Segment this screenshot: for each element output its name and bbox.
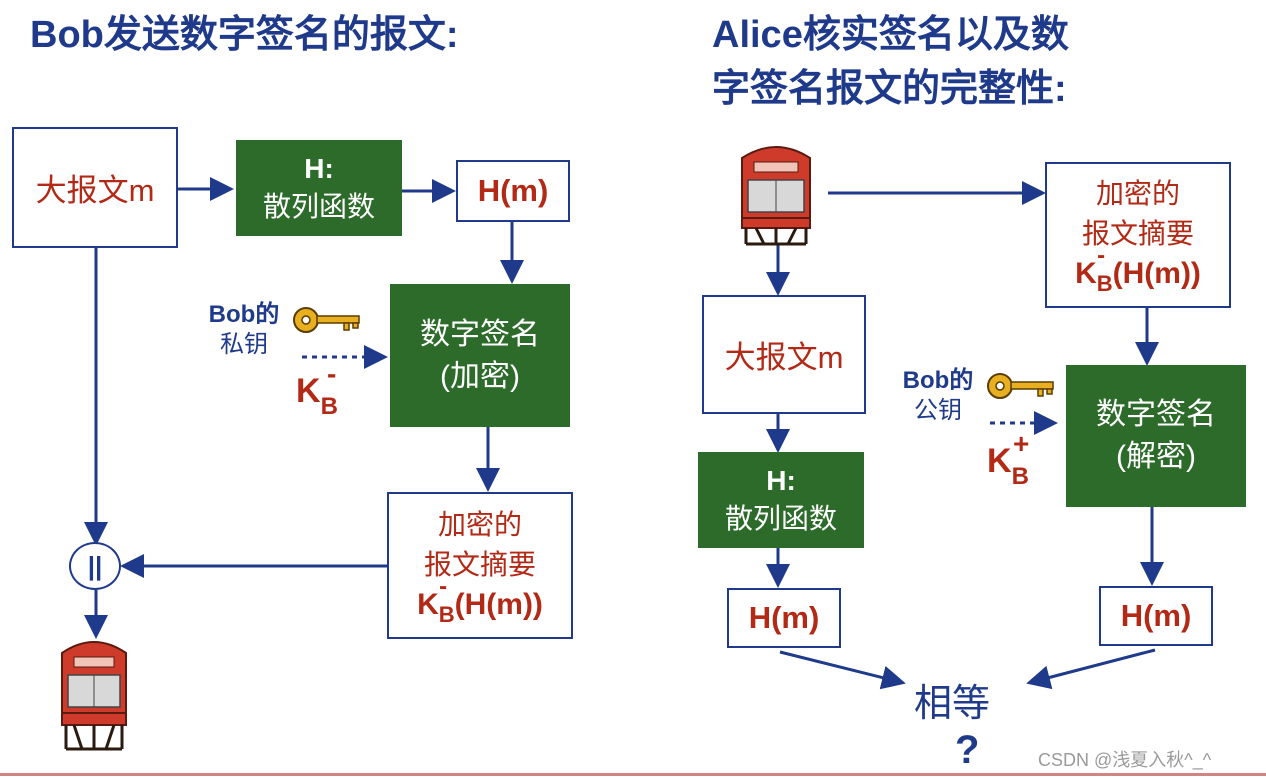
private-key-owner: Bob的 (208, 301, 280, 328)
digest-line1: 加密的 (437, 508, 522, 540)
verify-box-line2: (解密) (1116, 440, 1196, 473)
digest-formula: KB(H(m)) - (417, 573, 543, 627)
r-hm-right-label: H(m) (1120, 598, 1192, 633)
encrypted-digest-box: 加密的 报文摘要 KB(H(m)) - (387, 492, 573, 639)
hm-box-label: H(m) (477, 173, 549, 208)
public-key-symbol: KB (987, 442, 1029, 490)
private-key-superscript: - (327, 358, 337, 389)
key-icon (293, 307, 360, 333)
digest-k: K (417, 587, 439, 621)
r-hash-function-box: H: 散列函数 (698, 452, 864, 548)
hash-box-line2: 散列函数 (262, 191, 375, 222)
sign-box: 数字签名 (加密) (390, 284, 570, 427)
received-message-box: 大报文m (702, 295, 866, 414)
watermark: CSDN @浅夏入秋^_^ (1038, 750, 1212, 770)
r-digest-tail: (H(m)) (1112, 257, 1201, 290)
arrow-hm-right-to-equal (1026, 648, 1156, 690)
kbp-subscript: B (1011, 463, 1029, 490)
bottom-rule (0, 773, 1266, 776)
r-digest-formula: KB(H(m)) - (1075, 242, 1201, 296)
concat-symbol: || (87, 550, 103, 581)
received-digest-box: 加密的 报文摘要 KB(H(m)) - (1045, 162, 1231, 308)
left-title: Bob发送数字签名的报文: (30, 14, 459, 56)
arrow-hm-left-to-equal (779, 650, 906, 690)
mailbox-icon (61, 641, 127, 751)
public-key-superscript: + (1013, 428, 1030, 459)
private-key-label: Bob的 私钥 (196, 300, 292, 360)
private-key-word: 私钥 (220, 331, 268, 358)
kbp-k: K (987, 442, 1012, 480)
hash-box-line1: H: (304, 153, 334, 184)
hm-box: H(m) (456, 160, 570, 222)
kb-subscript: B (320, 393, 338, 420)
r-digest-k: K (1075, 257, 1097, 290)
private-key-symbol: KB (296, 372, 338, 420)
message-box: 大报文m (12, 127, 178, 248)
digest-sub: B (438, 601, 455, 627)
digest-sup: - (439, 572, 448, 600)
public-key-label: Bob的 公钥 (890, 366, 986, 426)
digest-line2: 报文摘要 (423, 548, 536, 580)
mailbox-icon (741, 146, 811, 246)
r-message-label: 大报文m (724, 340, 844, 375)
r-hash-line2: 散列函数 (724, 503, 837, 534)
equal-label: 相等 (914, 683, 991, 725)
sign-box-line1: 数字签名 (420, 317, 540, 351)
r-hm-right-box: H(m) (1099, 586, 1213, 646)
r-digest-line2: 报文摘要 (1081, 218, 1194, 249)
digest-tail: (H(m)) (454, 587, 543, 621)
right-title-line2: 字签名报文的完整性: (712, 68, 1067, 110)
r-hm-left-label: H(m) (748, 600, 820, 635)
r-hash-line1: H: (766, 465, 796, 496)
message-box-label: 大报文m (35, 173, 155, 208)
r-digest-sub: B (1096, 271, 1113, 296)
r-digest-line1: 加密的 (1095, 178, 1180, 209)
verify-box: 数字签名 (解密) (1066, 365, 1246, 507)
kb-k: K (296, 372, 321, 410)
public-key-owner: Bob的 (902, 367, 974, 394)
public-key-word: 公钥 (914, 397, 962, 424)
question-mark: ? (955, 728, 980, 772)
r-digest-sup: - (1097, 242, 1106, 269)
concat-operator: || (69, 542, 121, 590)
hash-function-box: H: 散列函数 (236, 140, 402, 236)
key-icon (987, 373, 1054, 399)
right-title-line1: Alice核实签名以及数 (712, 14, 1069, 56)
verify-box-line1: 数字签名 (1096, 398, 1216, 431)
r-hm-left-box: H(m) (727, 588, 841, 648)
sign-box-line2: (加密) (440, 359, 520, 393)
